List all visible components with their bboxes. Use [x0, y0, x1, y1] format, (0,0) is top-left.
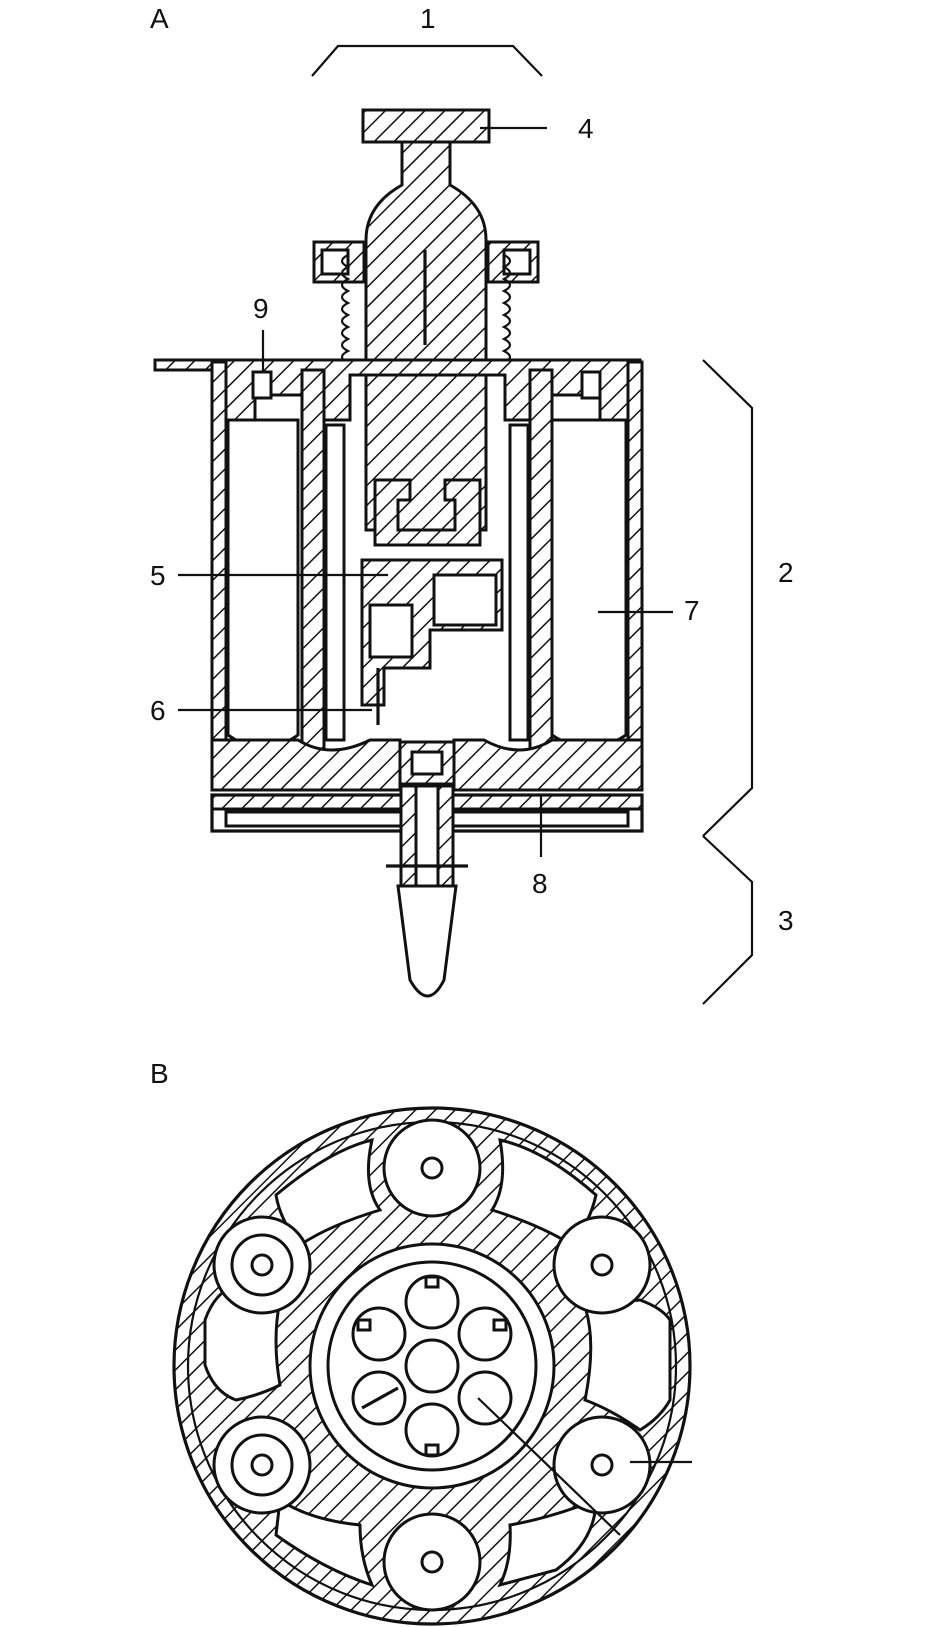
- holder-cavity: [432, 573, 498, 627]
- callout-3: 3: [778, 905, 794, 936]
- callout-7: 7: [684, 595, 700, 626]
- bracket-3: [702, 835, 754, 1005]
- housing-wall-left: [210, 360, 228, 782]
- callout-6: 6: [150, 695, 166, 726]
- holder-insert: [368, 603, 414, 659]
- callout-9: 9: [253, 293, 269, 324]
- callout-2: 2: [778, 557, 794, 588]
- outlet-block: [398, 740, 456, 786]
- inner-wall-right: [528, 368, 554, 757]
- bracket-2: [702, 359, 754, 837]
- vent-right: [580, 370, 602, 400]
- housing-wall-right: [626, 360, 644, 782]
- panel-b: B: [150, 1058, 692, 1626]
- chamber-openings: [203, 1137, 672, 1588]
- callout-4: 4: [578, 113, 594, 144]
- outlet-bore: [410, 750, 444, 776]
- chamber-left: [226, 418, 300, 749]
- panel-label-a: A: [150, 3, 169, 34]
- panel-label-b: B: [150, 1058, 169, 1089]
- chamber-right: [550, 418, 628, 749]
- callout-1: 1: [420, 3, 436, 34]
- bracket-1: [311, 44, 543, 77]
- inner-wall-left: [300, 368, 326, 757]
- callout-8: 8: [532, 868, 548, 899]
- callout-5: 5: [150, 560, 166, 591]
- inner-gap-right: [508, 423, 530, 742]
- outlet-lumen: [414, 784, 440, 888]
- plunger-head: [361, 108, 491, 144]
- panel-a: A 1 4 7 9: [150, 3, 794, 1005]
- spring: [340, 254, 512, 364]
- vent-left: [251, 370, 273, 400]
- base-left: [210, 738, 402, 792]
- inner-gap-left: [324, 423, 346, 742]
- collar-right-slot: [502, 248, 532, 276]
- base-right: [452, 738, 644, 792]
- sample-wells: [351, 1274, 513, 1458]
- collection-tube: [396, 884, 458, 998]
- piston-cup: [373, 478, 482, 547]
- boss-ring: [212, 1118, 652, 1612]
- leader-b-diagonal: [477, 1397, 621, 1536]
